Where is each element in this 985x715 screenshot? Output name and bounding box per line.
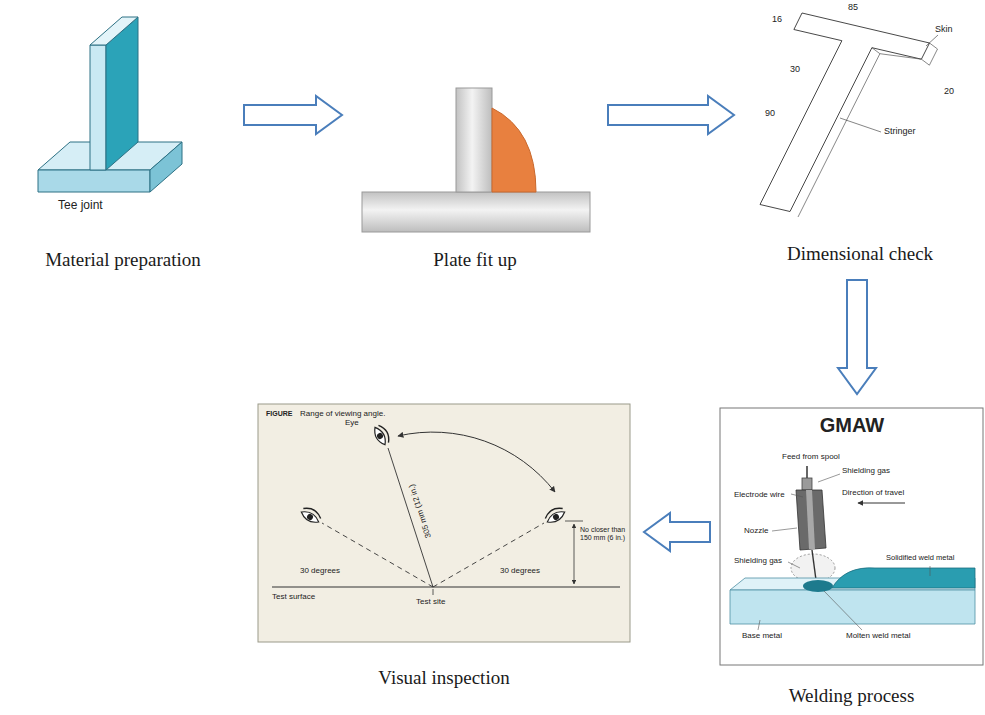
viewing-angle-figure-part: [388, 448, 433, 587]
figure-tag: FIGURE: [266, 410, 292, 418]
stringer-drawing-part: [798, 48, 880, 217]
part-name: Base metal: [742, 631, 782, 640]
eye-symbol-part: [543, 505, 562, 518]
part-name: Test surface: [272, 592, 315, 601]
gmaw-figure-part: [730, 590, 975, 624]
process-stage: Visual inspection: [252, 400, 636, 696]
gmaw-figure-part: [812, 550, 816, 580]
figure-label: Tee joint: [58, 199, 103, 213]
dimension-value: 305 mm (12 in.): [407, 483, 433, 539]
flow-arrow: [838, 280, 876, 394]
figure-heading: GMAW: [721, 414, 983, 437]
flow-arrow: [608, 96, 734, 134]
tee-joint-figure-part: [150, 142, 182, 192]
eye-symbol-part: [299, 509, 320, 526]
stage-caption: Dimensional check: [787, 243, 933, 266]
part-name: Stringer: [884, 126, 916, 136]
eye-symbol-part: [378, 423, 391, 442]
process-stage: Plate fit up: [350, 10, 600, 278]
part-name: Shielding gas: [842, 466, 890, 475]
stage-caption: Welding process: [789, 685, 915, 708]
dimension-value: 16: [772, 14, 782, 24]
gmaw-figure-part-part: [930, 566, 931, 576]
part-name: Test site: [416, 597, 445, 606]
viewing-angle-figure-part: [433, 523, 544, 587]
gmaw-figure-part: [802, 478, 812, 490]
stringer-drawing-part: [880, 54, 922, 60]
stringer-drawing-part: [921, 43, 937, 65]
viewing-angle-figure-part: [258, 404, 630, 642]
tee-joint-figure-part: [90, 45, 106, 170]
angle-label: 30 degrees: [500, 566, 540, 575]
viewing-angle-figure-part: [322, 523, 433, 587]
stage-caption: Visual inspection: [378, 667, 509, 690]
gmaw-figure-part-part: [788, 562, 800, 568]
gmaw-figure-part: [832, 568, 975, 588]
dimension-value: 90: [765, 108, 775, 118]
part-name: Nozzle: [744, 526, 768, 535]
eye-symbol-part: [303, 505, 322, 518]
gmaw-figure-part-part: [772, 528, 797, 531]
fit-up-figure-part: [456, 88, 492, 192]
dimension-value: 85: [848, 2, 858, 12]
part-name: Molten weld metal: [846, 631, 910, 640]
stringer-drawing-part: [926, 35, 938, 46]
part-name: Solidified weld metal: [886, 554, 954, 563]
eye-symbol: [372, 423, 392, 446]
viewing-angle-figure-part: [574, 524, 575, 584]
flow-arrow: [644, 513, 710, 551]
process-stage: Material preparation: [10, 10, 236, 278]
stringer-drawing: [760, 13, 938, 217]
stringer-drawing-part: [760, 13, 930, 212]
eye-symbol: [299, 505, 322, 525]
gmaw-figure: [720, 408, 983, 665]
viewing-angle-figure-part: [433, 589, 434, 595]
gmaw-figure-part: [806, 490, 815, 549]
eye-symbol-part: [376, 432, 384, 440]
dimension-value: 20: [944, 86, 954, 96]
eye-symbol-part: [306, 513, 314, 521]
flow-arrow: [244, 96, 342, 134]
part-name: Shielding gas: [734, 556, 782, 565]
viewing-angle-figure-part: [398, 432, 555, 492]
part-name: Electrode wire: [734, 490, 785, 499]
eye-symbol: [543, 505, 566, 525]
gmaw-figure-part-part: [758, 620, 760, 630]
part-name: Direction of travel: [842, 488, 904, 497]
tee-joint-figure-part: [38, 170, 150, 192]
fit-up-figure-part: [492, 108, 536, 192]
part-name: Feed from spool: [782, 452, 840, 461]
gmaw-figure-part: [803, 580, 833, 592]
process-stage: Dimensional check: [742, 2, 978, 272]
gmaw-figure-part: [720, 408, 983, 665]
fit-up-figure: [362, 88, 590, 232]
note-text: No closer than 150 mm (6 in.): [580, 526, 626, 542]
gmaw-figure-part: [796, 490, 826, 550]
fit-up-figure-part: [362, 192, 590, 232]
figure-title: Range of viewing angle.: [300, 409, 385, 418]
gmaw-figure-part-part: [791, 494, 803, 497]
gmaw-figure-part-part: [824, 591, 862, 630]
angle-label: 30 degrees: [300, 566, 340, 575]
viewing-angle-figure-part: [272, 587, 620, 588]
part-name: Eye: [345, 418, 359, 427]
viewing-angle-figure: [258, 404, 630, 642]
part-name: Skin: [935, 24, 953, 34]
gmaw-figure-part: [858, 503, 905, 504]
eye-symbol-part: [372, 425, 389, 446]
stage-caption: Material preparation: [45, 249, 201, 272]
tee-joint-figure-part: [90, 17, 138, 45]
viewing-angle-figure-part: [565, 521, 583, 522]
stringer-drawing-part: [840, 118, 881, 132]
eye-symbol-part: [545, 509, 566, 526]
stage-caption: Plate fit up: [433, 249, 516, 272]
tee-joint-figure: [38, 17, 182, 192]
gmaw-figure-part: [806, 466, 808, 478]
gmaw-figure-part-part: [818, 474, 840, 482]
dimension-value: 30: [790, 64, 800, 74]
eye-symbol-part: [552, 513, 560, 521]
